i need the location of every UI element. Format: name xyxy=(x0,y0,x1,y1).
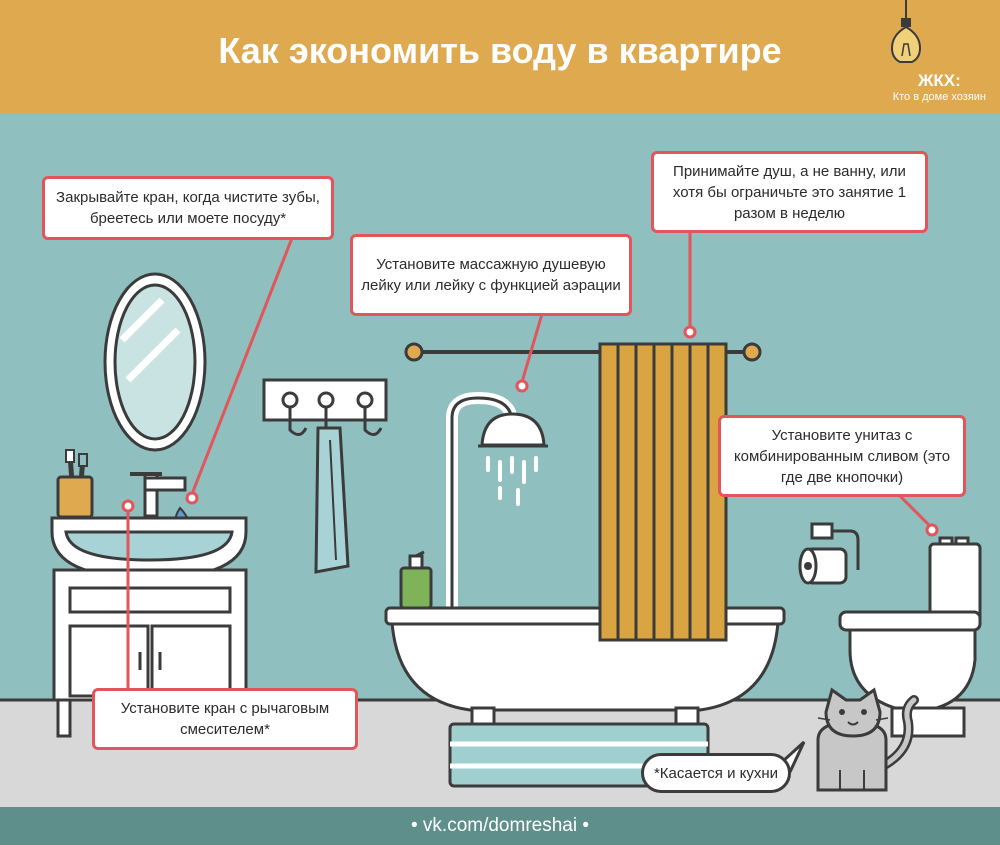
shower-curtain xyxy=(598,342,728,642)
footer-bar: • vk.com/domreshai • xyxy=(0,807,1000,845)
tip-dual-flush: Установите унитаз с комбинированным слив… xyxy=(718,415,966,497)
footer-link[interactable]: • vk.com/domreshai • xyxy=(410,815,590,836)
shower xyxy=(446,391,548,608)
brand-tagline: Кто в доме хозяин xyxy=(892,91,986,103)
lightbulb-icon xyxy=(890,0,922,63)
page-title: Как экономить воду в квартире xyxy=(218,30,782,71)
brand-block: ЖКХ: Кто в доме хозяин xyxy=(893,72,986,104)
header-bar xyxy=(0,0,1000,113)
note-bubble: *Касается и кухни xyxy=(641,753,791,793)
mirror xyxy=(103,272,207,452)
towel-rack xyxy=(262,378,388,574)
tip-lever-mixer: Установите кран с рычаговым смесителем* xyxy=(92,688,358,750)
callout-pointers xyxy=(121,230,939,690)
vanity-cabinet xyxy=(52,568,248,738)
tip-shower-head: Установите массажную душевую лейку или л… xyxy=(350,234,632,316)
brand-name: ЖКХ: xyxy=(917,71,961,90)
toilet-paper-holder xyxy=(798,522,860,585)
sink xyxy=(50,516,248,580)
tip-close-tap: Закрывайте кран, когда чистите зубы, бре… xyxy=(42,176,334,240)
tip-shower-not-bath: Принимайте душ, а не ванну, или хотя бы … xyxy=(651,151,928,233)
cat xyxy=(816,687,919,792)
